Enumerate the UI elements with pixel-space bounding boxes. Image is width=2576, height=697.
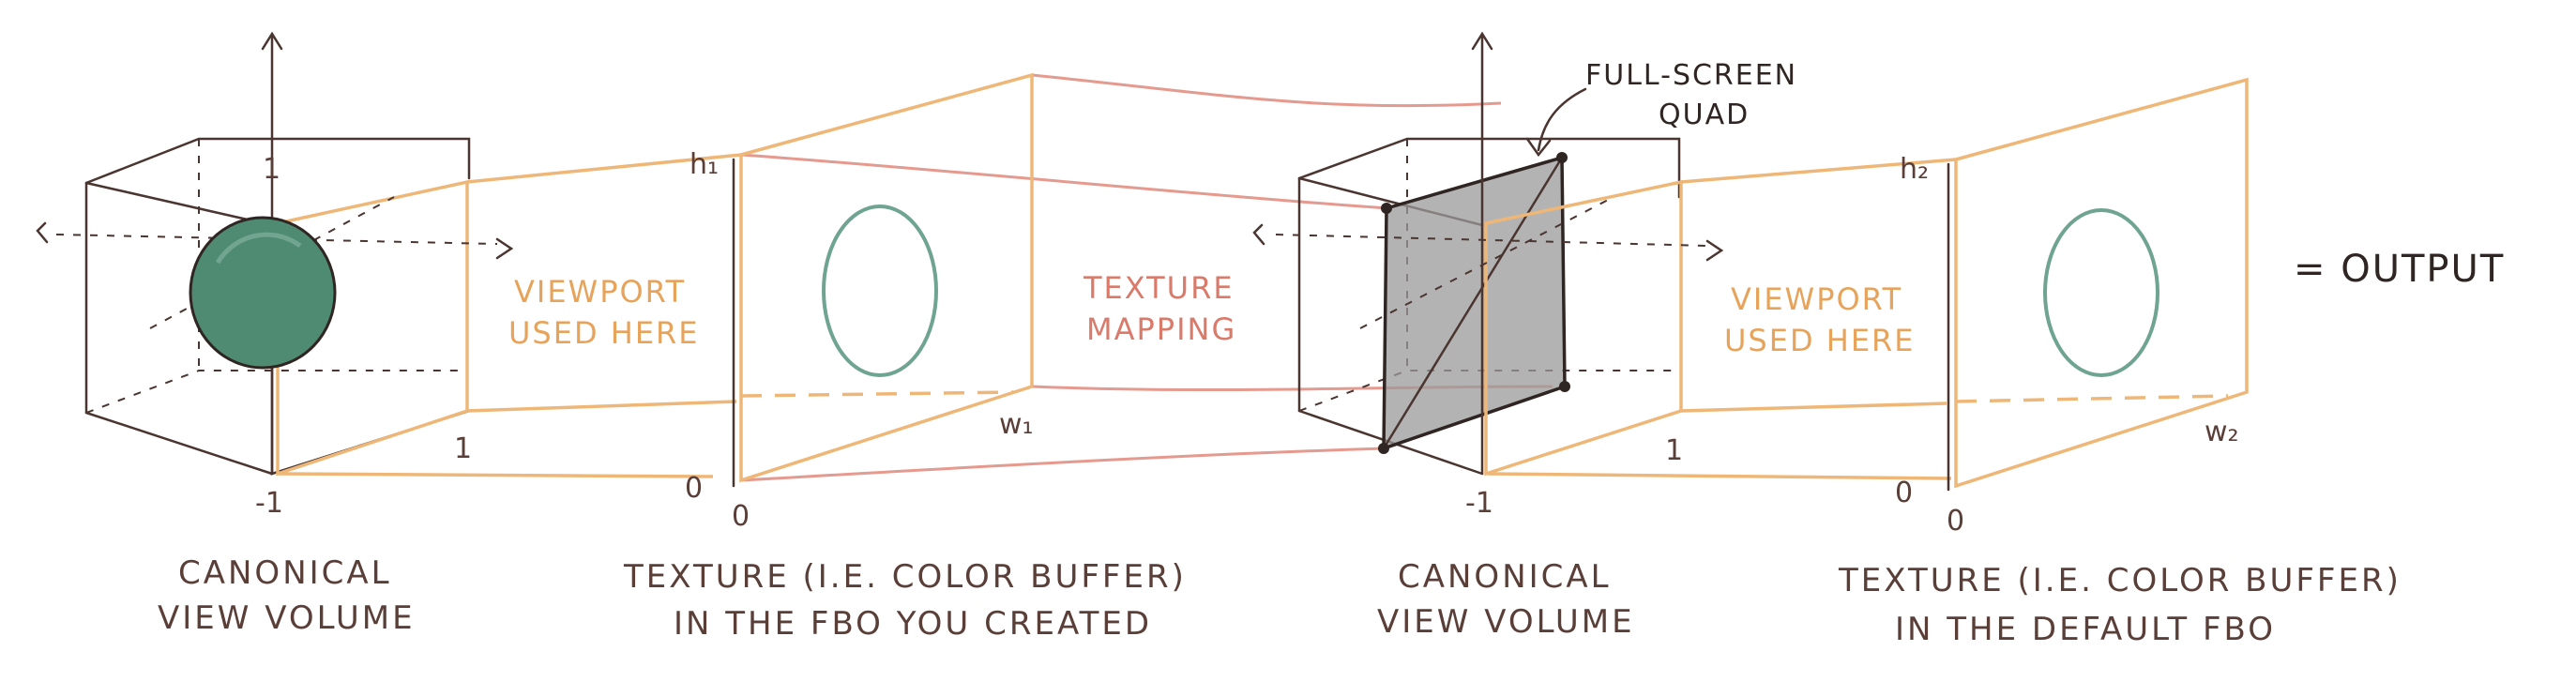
caption-canonical-2-line2: VIEW VOLUME (1377, 603, 1635, 641)
texture-2-circle (2043, 208, 2159, 377)
tex1-w-tick: w₁ (999, 408, 1034, 441)
fsq-label-line1: FULL-SCREEN (1585, 59, 1797, 92)
cube1-pos-tick: 1 (454, 432, 472, 465)
tex1-h-tick: h₁ (689, 148, 719, 181)
sphere-shape (189, 216, 337, 370)
tex2-h-tick: h₂ (1900, 153, 1929, 186)
tex2-w-tick: w₂ (2205, 416, 2239, 448)
caption-texture-1-line2: IN THE FBO YOU CREATED (674, 605, 1152, 643)
texture-mapping-label-line2: MAPPING (1086, 311, 1236, 347)
canonical-view-volume-1: -1 1 1 (36, 31, 742, 520)
texture-mapping-label-line1: TEXTURE (1083, 270, 1235, 306)
caption-texture-2-line1: TEXTURE (I.E. COLOR BUFFER) (1838, 562, 2402, 599)
cube1-top-tick: 1 (263, 153, 280, 186)
viewport-line-2 (1487, 472, 1952, 480)
texture-panel-2: h₂ w₂ 0 0 (1895, 77, 2249, 538)
cube1-neg-tick: -1 (255, 487, 283, 520)
viewport-label-1-line1: VIEWPORT (514, 274, 686, 310)
texture-panel-1: h₁ w₁ 0 0 (685, 72, 1034, 533)
viewport-line-1 (277, 472, 714, 478)
caption-texture-2-line2: IN THE DEFAULT FBO (1895, 611, 2276, 648)
caption-canonical-1-line2: VIEW VOLUME (158, 599, 416, 637)
canonical-view-volume-2: -1 1 (1252, 31, 1957, 520)
caption-canonical-1-line1: CANONICAL (178, 554, 392, 592)
output-label: = OUTPUT (2294, 248, 2505, 291)
texture-1-circle (822, 205, 938, 377)
caption-canonical-2-line1: CANONICAL (1398, 558, 1612, 596)
cube2-neg-tick: -1 (1465, 487, 1493, 520)
tex2-zero-y: 0 (1895, 477, 1913, 509)
caption-texture-1-line1: TEXTURE (I.E. COLOR BUFFER) (623, 558, 1187, 596)
fsq-label-line2: QUAD (1659, 98, 1750, 131)
tex2-zero-x: 0 (1947, 505, 1964, 538)
viewport-label-2-line2: USED HERE (1724, 323, 1916, 358)
cube2-pos-tick: 1 (1665, 434, 1683, 467)
viewport-label-2-line1: VIEWPORT (1731, 281, 1902, 317)
tex1-zero-x: 0 (732, 500, 750, 533)
tex1-zero-y: 0 (685, 472, 703, 505)
texture-mapping-lines (740, 73, 1553, 482)
viewport-label-1-line2: USED HERE (508, 315, 700, 351)
fsq-callout-arrow (1537, 87, 1587, 152)
